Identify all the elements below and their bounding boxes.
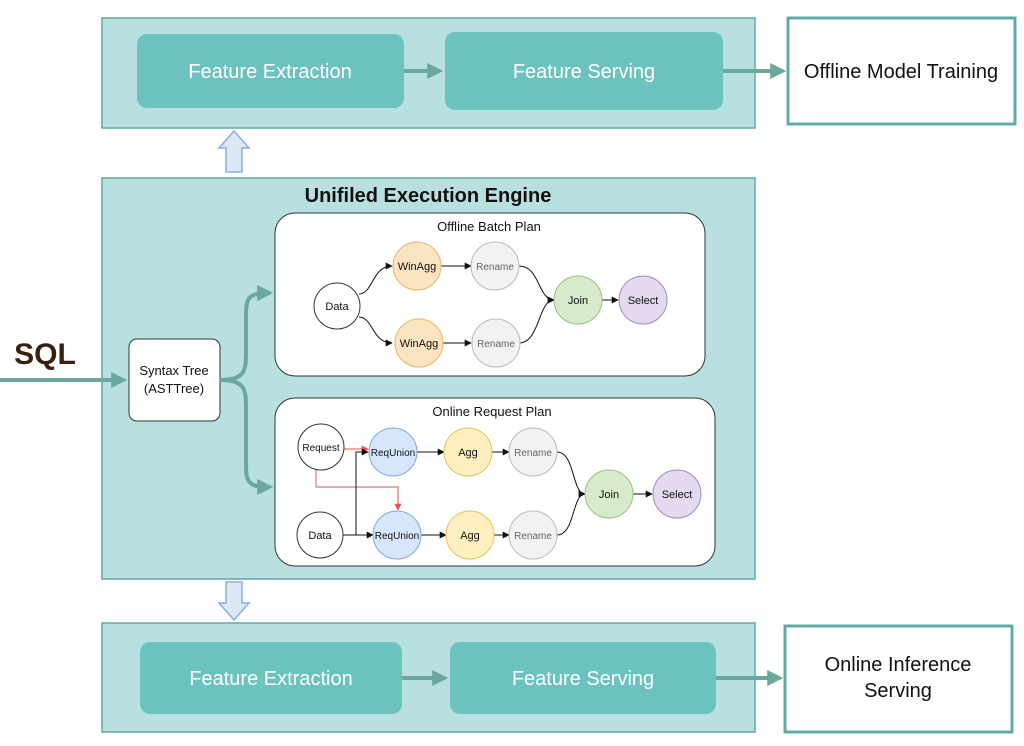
offline-plan-box [274,212,706,377]
offline-edge-data-winagg-top [358,262,393,295]
top-feature-serving-label: Feature Serving [513,61,655,83]
bottom-feature-serving-box [450,642,716,714]
offline-node-join [553,275,603,325]
offline-node-rename-bottom [471,318,521,368]
online-inference-serving-line1: Online Inference [825,654,972,676]
branch-to-online-arrow [219,378,274,495]
online-node-data [296,511,344,559]
top-feature-serving-box [445,32,723,110]
execution-engine: Unifiled Execution Engine SQL Syntax Tre… [0,177,756,580]
online-node-agg-top [443,427,493,477]
online-node-rename-top-label: Rename [514,448,552,459]
online-node-requnion-bottom [372,510,422,560]
offline-node-winagg-top-label: WinAgg [398,261,437,273]
offline-edge-data-winagg-bottom [358,316,393,347]
offline-model-training-label: Offline Model Training [804,61,998,83]
online-node-data-label: Data [308,530,332,542]
top-feature-extraction-label: Feature Extraction [188,61,351,83]
online-node-agg-bottom [445,510,495,560]
offline-node-winagg-bottom-label: WinAgg [400,338,439,350]
offline-node-rename-top-label: Rename [476,262,514,273]
down-hollow-arrow [217,581,251,622]
offline-edge-rename-join-bottom [518,296,555,344]
online-node-agg-bottom-label: Agg [460,530,480,542]
bottom-section: Feature Extraction Feature Serving Onlin… [101,622,1014,734]
online-node-requnion-bottom-label: ReqUnion [375,531,419,542]
online-node-join [584,469,634,519]
online-node-request-label: Request [302,443,339,454]
offline-node-select-label: Select [628,295,659,307]
branch-to-offline-arrow [219,285,274,382]
online-edge-data-requnion-top [355,448,369,535]
offline-node-data-label: Data [325,301,349,313]
offline-node-rename-top [470,241,520,291]
top-feature-extraction-box [137,34,404,108]
online-inference-serving-line2: Serving [864,680,932,702]
engine-title: Unifiled Execution Engine [305,185,552,207]
offline-batch-plan: Offline Batch Plan Data WinAgg Rename Wi… [274,212,706,377]
syntax-tree-line2: (ASTTree) [144,381,204,396]
online-node-agg-top-label: Agg [458,447,478,459]
online-node-rename-top [508,427,558,477]
offline-node-data [313,282,361,330]
online-node-select-label: Select [662,489,693,501]
bottom-feature-extraction-label: Feature Extraction [189,668,352,690]
online-node-requnion-top [368,427,418,477]
syntax-tree-line1: Syntax Tree [139,363,208,378]
online-node-rename-bottom-label: Rename [514,531,552,542]
bottom-feature-extraction-box [140,642,402,714]
offline-model-training-box [786,16,1017,126]
sql-label: SQL [14,338,76,371]
offline-node-winagg-top [392,241,442,291]
offline-node-select [618,275,668,325]
top-section: Feature Extraction Feature Serving Offli… [101,16,1017,129]
online-request-plan: Online Request Plan Request Data ReqUnio… [274,397,716,567]
up-hollow-arrow [217,129,251,173]
online-node-rename-bottom [508,510,558,560]
online-node-request [297,423,345,471]
offline-node-winagg-bottom [394,318,444,368]
online-edge-rename-join-bottom [556,490,586,536]
offline-node-rename-bottom-label: Rename [477,339,515,350]
online-node-select [652,469,702,519]
offline-node-join-label: Join [568,295,588,307]
online-plan-title: Online Request Plan [432,404,551,419]
online-inference-serving-box [783,624,1014,734]
syntax-tree-box [128,338,221,422]
online-node-requnion-top-label: ReqUnion [371,448,415,459]
online-edge-request-requnion-bottom [315,469,402,511]
offline-plan-title: Offline Batch Plan [437,219,541,234]
bottom-feature-serving-label: Feature Serving [512,668,654,690]
online-node-join-label: Join [599,489,619,501]
